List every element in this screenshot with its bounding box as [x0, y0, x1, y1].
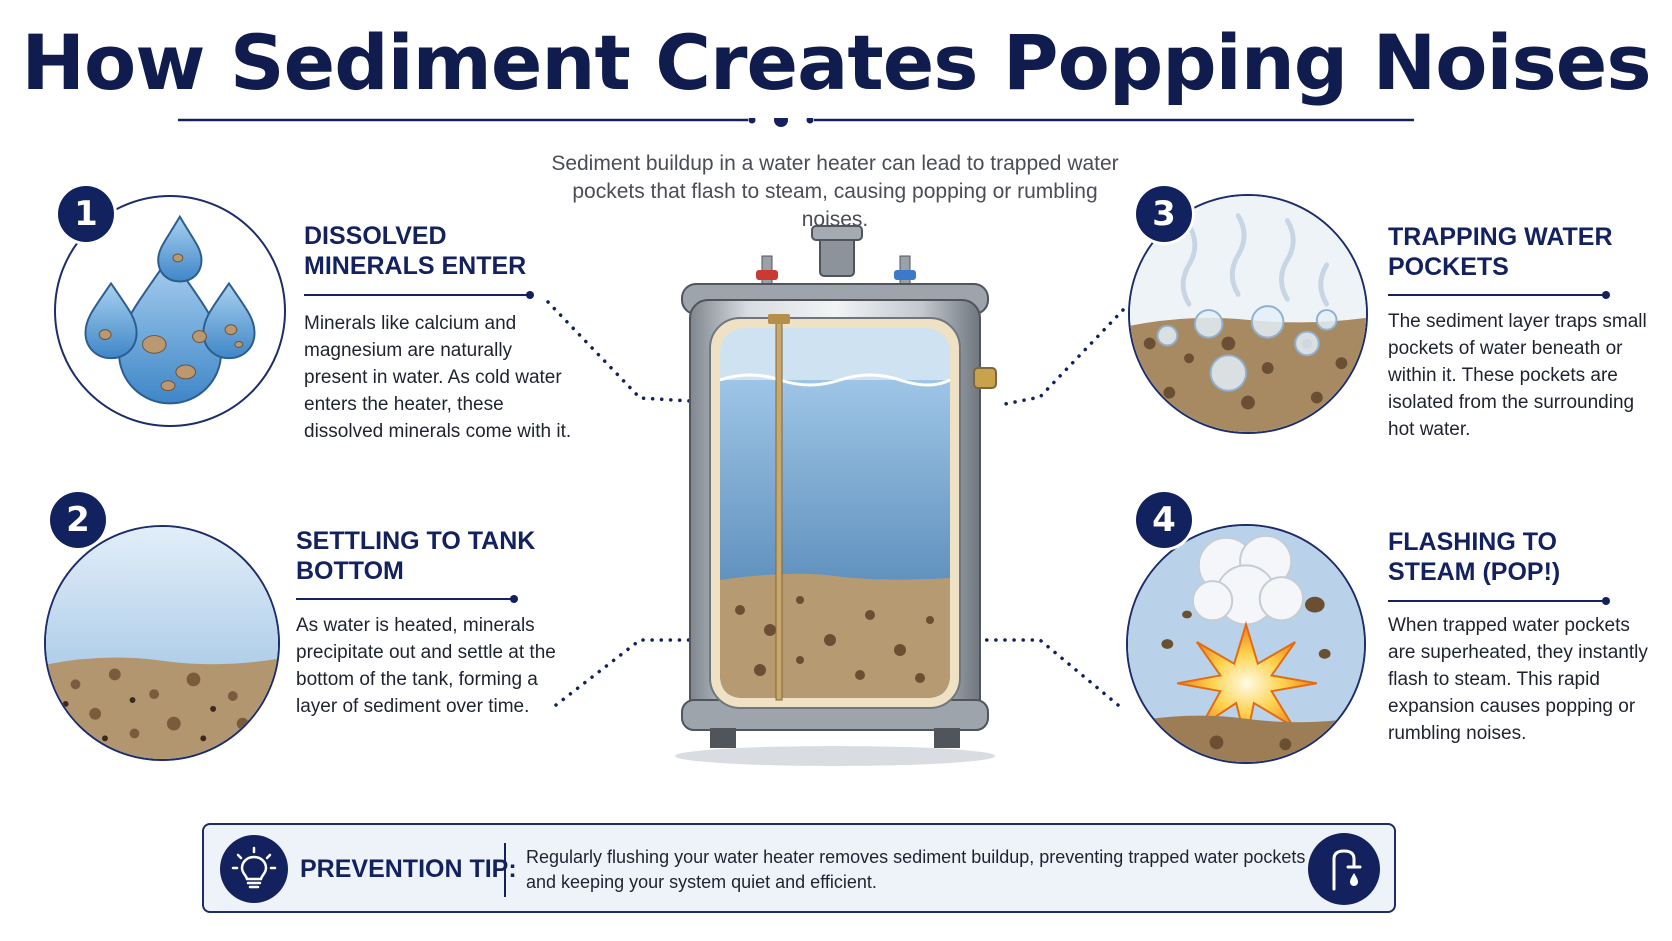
- sediment-layer-icon: [46, 527, 278, 759]
- prevention-tip-label: PREVENTION TIP:: [300, 855, 517, 883]
- prevention-tip-text: Regularly flushing your water heater rem…: [526, 847, 1306, 892]
- title-divider: [178, 118, 1414, 127]
- step-3-text: The sediment layer traps small pockets o…: [1388, 311, 1647, 440]
- water-heater-illustration: [675, 225, 997, 766]
- step-4-title: FLASHING TO STEAM (POP!): [1388, 528, 1561, 586]
- step-1-text: Minerals like calcium and magnesium are …: [304, 313, 572, 442]
- step-3-badge: 3: [1136, 186, 1192, 242]
- step-2-text: As water is heated, minerals precipitate…: [296, 615, 556, 717]
- step-1-title: DISSOLVED MINERALS ENTER: [304, 222, 527, 280]
- steam-explosion-icon: [1128, 526, 1364, 762]
- step-2-title: SETTLING TO TANK BOTTOM: [296, 527, 536, 585]
- lightbulb-icon: [220, 835, 288, 903]
- step-4-rule: [1388, 597, 1610, 605]
- step-2-badge: 2: [50, 492, 106, 548]
- step-4-text: When trapped water pockets are superheat…: [1388, 615, 1648, 744]
- step-2-illustration: [44, 525, 280, 761]
- water-droplets-icon: [84, 214, 256, 405]
- tip-separator: [504, 843, 506, 897]
- step-4-illustration: [1126, 524, 1366, 764]
- faucet-drain-icon: [1308, 833, 1380, 905]
- step-1-badge: 1: [58, 186, 114, 242]
- prevention-tip-box: PREVENTION TIP: Regularly flushing your …: [202, 823, 1396, 913]
- step-3-rule: [1388, 291, 1610, 299]
- step-4-badge: 4: [1136, 492, 1192, 548]
- step-1-rule: [304, 291, 534, 299]
- intro-text: Sediment buildup in a water heater can l…: [551, 152, 1119, 231]
- step-2-rule: [296, 595, 518, 603]
- page-title: How Sediment Creates Popping Noises: [21, 18, 1651, 107]
- step-3-title: TRAPPING WATER POCKETS: [1388, 223, 1613, 281]
